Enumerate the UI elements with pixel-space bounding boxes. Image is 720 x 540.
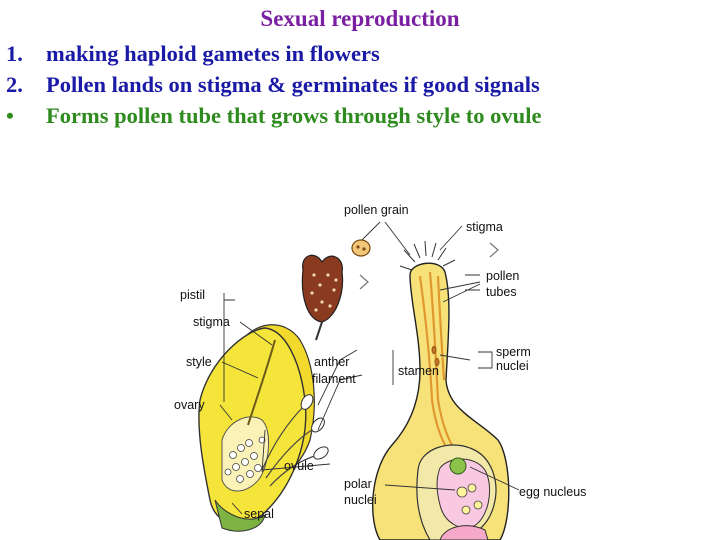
label-pollen-grain: pollen grain <box>344 203 409 217</box>
egg-cell <box>449 457 467 475</box>
label-stigma-top: stigma <box>466 220 503 234</box>
label-anther: anther <box>314 355 349 369</box>
label-pollen: pollen <box>486 269 519 283</box>
label-sperm: sperm <box>496 345 531 359</box>
pistil-closeup <box>372 240 510 540</box>
ovule-base <box>439 525 489 540</box>
label-ovary: ovary <box>174 398 205 412</box>
label-sepal: sepal <box>244 507 274 521</box>
bullet-text: Pollen lands on stigma & germinates if g… <box>46 72 540 97</box>
ovule-cluster <box>224 436 266 483</box>
label-style: style <box>186 355 212 369</box>
bullet-item: 1. making haploid gametes in flowers <box>6 38 716 69</box>
flower-sepal <box>214 499 266 532</box>
arrow-icon <box>359 274 369 290</box>
ovary-cavity <box>221 416 270 492</box>
anther-closeup <box>301 254 344 341</box>
bullet-text: Forms pollen tube that grows through sty… <box>46 103 542 128</box>
bullet-marker: 1. <box>6 41 23 66</box>
label-stigma-left: stigma <box>193 315 230 329</box>
label-tubes: tubes <box>486 285 517 299</box>
anther-body <box>301 254 344 323</box>
label-egg-nucleus: egg nucleus <box>519 485 586 499</box>
label-nuclei: nuclei <box>496 359 529 373</box>
bullet-item: 2. Pollen lands on stigma & germinates i… <box>6 69 716 100</box>
label-polar-nuclei: nuclei <box>344 493 377 507</box>
label-pistil: pistil <box>180 288 205 302</box>
bullet-text: making haploid gametes in flowers <box>46 41 380 66</box>
bullet-list: 1. making haploid gametes in flowers 2. … <box>6 38 716 131</box>
stigma-hairs <box>399 240 456 271</box>
label-ovule: ovule <box>284 459 314 473</box>
label-filament: filament <box>312 372 356 386</box>
arrow-icon <box>489 242 499 258</box>
label-stamen: stamen <box>398 364 439 378</box>
flower-style <box>247 339 276 426</box>
polar-nuclei <box>456 483 483 515</box>
anther-pollen-dots <box>310 273 338 312</box>
bullet-marker: 2. <box>6 72 23 97</box>
label-polar: polar <box>344 477 372 491</box>
flower-anthers <box>300 394 329 460</box>
leader-lines <box>219 221 520 515</box>
slide-title: Sexual reproduction <box>260 6 460 31</box>
bullet-item: • Forms pollen tube that grows through s… <box>6 100 716 131</box>
pollen-grain-illustration <box>351 239 371 257</box>
flower-illustration <box>198 324 329 532</box>
anther-filament-stalk <box>315 321 323 341</box>
sperm-nuclei-marks <box>431 345 440 367</box>
bullet-marker: • <box>6 103 14 128</box>
